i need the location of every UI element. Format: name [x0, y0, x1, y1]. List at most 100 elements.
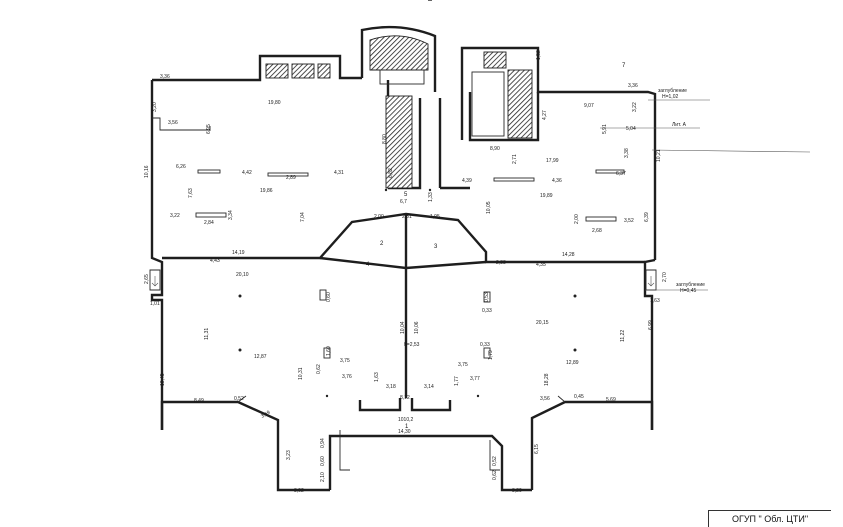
- dimension-label: 3,34: [228, 210, 234, 220]
- dimension-label: 2,33: [496, 260, 506, 266]
- dimension-label: 17,99: [546, 158, 559, 164]
- dimension-label: 1,77: [454, 376, 460, 386]
- dimension-label: 3,36: [628, 83, 638, 89]
- dimension-label: 3,75: [458, 362, 468, 368]
- room-4-number: 4: [366, 262, 370, 268]
- dimension-label: 3,77: [470, 376, 480, 382]
- note-height: h=2,53: [404, 342, 420, 348]
- dimension-label: 2,81: [402, 214, 412, 220]
- dimension-label: 1,79: [488, 350, 494, 360]
- leader-lines: [600, 99, 811, 291]
- dimension-label: 2,89: [286, 175, 296, 181]
- dimension-label: 14,30: [398, 429, 411, 435]
- note-zaglub-top: заглубление: [658, 88, 687, 94]
- dimension-label: 6,82: [388, 168, 394, 178]
- dimension-label: 0,94: [320, 438, 326, 448]
- dimension-label: 2,68: [592, 228, 602, 234]
- scan-mark: [428, 0, 432, 1]
- dimension-label: 1,95: [430, 214, 440, 220]
- dimension-label: 8,90: [490, 146, 500, 152]
- dimension-label: 0,60: [320, 456, 326, 466]
- dimension-label: 1,01: [150, 301, 160, 307]
- dimension-label: 8,80: [382, 134, 388, 144]
- dimension-label: 1,60: [326, 346, 332, 356]
- dimension-label: 18,45: [160, 373, 166, 386]
- dimension-label: 12,89: [566, 360, 579, 366]
- dimension-label: 2,00: [374, 214, 384, 220]
- dimension-label: 3,22: [170, 213, 180, 219]
- dimension-label: 3,22: [632, 102, 638, 112]
- stamp-text: ОГУП " Обл. ЦТИ": [731, 514, 809, 524]
- dimension-label: 4,39: [462, 178, 472, 184]
- dimension-label: 3,18: [386, 384, 396, 390]
- dimension-label: 20,10: [236, 272, 249, 278]
- dimension-label: 4,27: [542, 110, 548, 120]
- dimension-label: 3,20: [152, 102, 158, 112]
- dimension-label: 14,19: [232, 250, 245, 256]
- dimension-label: 11,22: [620, 330, 626, 342]
- dimensions-vertical: 3,20 6,95 10,16 7,63 3,34 7,04 8,80 2,65…: [144, 50, 668, 482]
- door-insets: [149, 269, 657, 471]
- dimension-label: 6,39: [644, 212, 650, 222]
- dimension-label: 3,14: [424, 384, 434, 390]
- dimension-label: 3,75: [340, 358, 350, 364]
- dimension-label: 10,16: [144, 165, 150, 178]
- dimension-label: 19,89: [540, 193, 553, 199]
- dimension-label: 2,84: [204, 220, 214, 226]
- dimension-label: 3,38: [624, 148, 630, 158]
- dimension-label: 9,07: [584, 103, 594, 109]
- dimension-label: 4,43: [210, 258, 220, 264]
- dimension-label: 2,10: [320, 472, 326, 482]
- dimension-label: 3,02: [294, 488, 304, 494]
- dimension-label: 6,15: [534, 444, 540, 454]
- dimension-label: 5,91: [602, 124, 608, 134]
- dimension-label: 3,52: [624, 218, 634, 224]
- dimension-label: 0,52: [492, 456, 498, 466]
- room-5-number: 5: [404, 192, 408, 198]
- dimension-label: 0,33: [482, 308, 492, 314]
- dimension-label: 2,65: [144, 274, 150, 284]
- dimension-label: 3,56: [168, 120, 178, 126]
- dimension-label: 6,95: [206, 124, 212, 134]
- dimension-label: 0,52: [234, 396, 244, 402]
- dimension-label: 5,69: [606, 397, 616, 403]
- notes: заглубление Н=1,02 Лит. А заглубление Н=…: [404, 63, 705, 348]
- dimension-label: 18,28: [544, 373, 550, 386]
- note-seven: 7: [622, 63, 626, 69]
- dimension-label: 4,36: [552, 178, 562, 184]
- dimension-label: 0,33: [480, 342, 490, 348]
- dimension-label: 12,87: [254, 354, 267, 360]
- dimension-label: 3,56: [540, 396, 550, 402]
- dimension-label: 10,31: [298, 367, 304, 380]
- dimension-label: 0,62: [316, 364, 322, 374]
- dimension-label: 14,28: [562, 252, 575, 258]
- note-zaglub-right-h: Н=0,45: [680, 288, 696, 294]
- dimension-label: 6,37: [616, 171, 626, 177]
- dimension-label: 6,26: [176, 164, 186, 170]
- dimension-label: 8,49: [194, 398, 204, 404]
- dimension-label: 7,63: [188, 188, 194, 198]
- room-3-number: 3: [434, 244, 438, 250]
- dimension-label: 4,35: [536, 262, 546, 268]
- room-6-7-number: 6,7: [400, 199, 407, 205]
- stamp: ОГУП " Обл. ЦТИ": [708, 510, 831, 527]
- dimension-label: 2,00: [574, 214, 580, 224]
- room-2-number: 2: [380, 241, 384, 247]
- dimension-label: 5,04: [626, 126, 636, 132]
- dimension-label: 3,36: [160, 74, 170, 80]
- dimension-label: 0,53: [484, 292, 490, 302]
- dimension-label: 0,60: [326, 292, 332, 302]
- hatched-areas: [265, 35, 533, 189]
- dimension-label: 1,52: [536, 50, 542, 60]
- dimension-label: 8,12: [400, 395, 410, 401]
- room-labels: 1 1010,2 2 3 4 5 6,7: [366, 192, 438, 430]
- dimension-label: 2,71: [512, 154, 518, 164]
- dimension-label: 10,05: [486, 201, 492, 214]
- dimension-label: 11,31: [204, 328, 210, 340]
- dimension-label: 1,33: [428, 192, 434, 202]
- columns: [195, 169, 625, 398]
- dimension-label: 4,31: [334, 170, 344, 176]
- dimension-label: 3,69: [260, 410, 272, 420]
- dimension-label: 7,04: [300, 212, 306, 222]
- dimension-label: 19,86: [260, 188, 273, 194]
